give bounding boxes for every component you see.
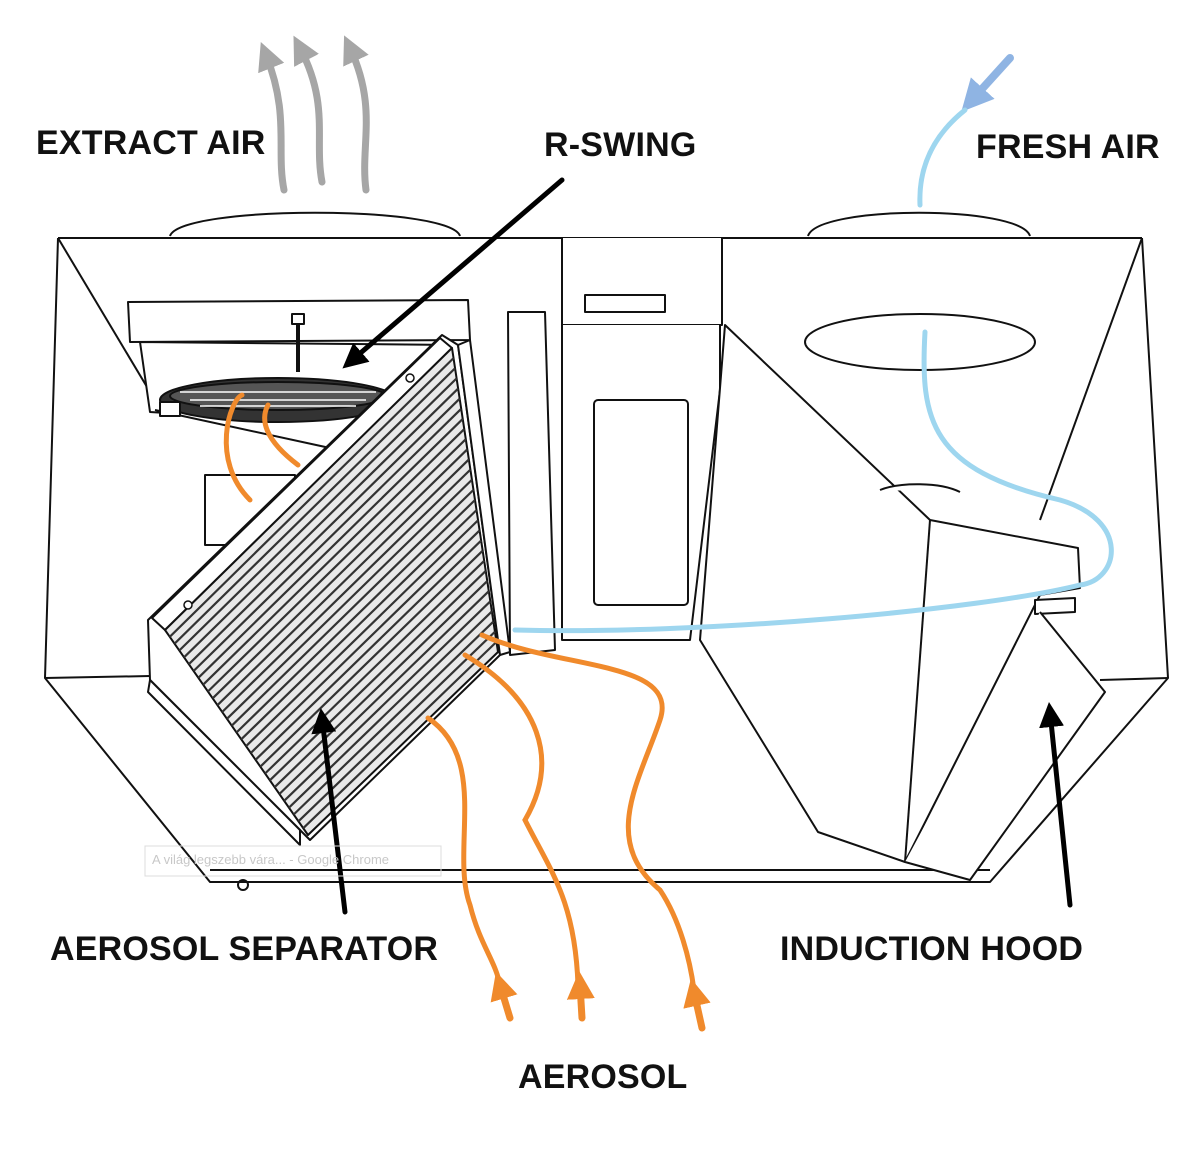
louver-slat: [192, 408, 462, 672]
louver-slat: [230, 489, 475, 727]
watermark-box: [144, 845, 442, 877]
label-fresh-air: FRESH AIR: [976, 128, 1160, 166]
louver-slat: [168, 357, 455, 638]
louver-slat: [264, 560, 485, 775]
duct-collars: [169, 211, 1036, 371]
louver-slat: [197, 418, 464, 679]
aerosol-separator: [147, 334, 511, 846]
louver-slat: [188, 397, 461, 665]
induction-hood-pointer: [1039, 702, 1073, 908]
separator-pointer: [311, 708, 348, 915]
louver-slat: [302, 641, 498, 829]
fresh-air-flow: [512, 54, 1114, 634]
louver-slat: [173, 367, 456, 645]
louver-slat: [211, 448, 469, 700]
r-swing-pointer: [342, 177, 565, 369]
louver-slat: [245, 519, 479, 747]
extract-air-flow: [258, 35, 370, 194]
louver-slat: [273, 580, 489, 788]
label-induction-hood: INDUCTION HOOD: [780, 930, 1084, 968]
louver-slat: [259, 549, 484, 768]
louver-slat: [216, 458, 470, 706]
induction-duct: [699, 324, 1106, 881]
louver-slat: [283, 600, 492, 802]
fan-grille: [180, 391, 376, 407]
pointer-arrows: [311, 177, 1073, 915]
louver-slat: [178, 377, 458, 652]
label-aerosol: AEROSOL: [518, 1058, 688, 1096]
louver-slat: [235, 499, 476, 734]
louver-slat: [269, 570, 487, 782]
label-r-swing: R-SWING: [544, 126, 697, 164]
louver-slat: [292, 620, 495, 816]
louver-slat: [288, 610, 493, 809]
louver-slat: [240, 509, 478, 741]
louver-slat: [226, 478, 473, 720]
louver-slat: [250, 529, 481, 754]
center-column: [507, 238, 723, 656]
label-aerosol-separator: AEROSOL SEPARATOR: [50, 930, 439, 968]
label-extract-air: EXTRACT AIR: [36, 124, 266, 162]
aerosol-flow: [223, 392, 711, 1032]
separator-louvers: [168, 357, 498, 829]
louver-slat: [254, 539, 482, 761]
louver-slat: [221, 468, 472, 713]
louver-slat: [183, 387, 459, 659]
louver-slat: [207, 438, 467, 693]
louver-slat: [278, 590, 490, 795]
watermark-text: A világ legszebb vára... - Google Chrome: [152, 852, 390, 867]
louver-slat: [202, 428, 466, 686]
